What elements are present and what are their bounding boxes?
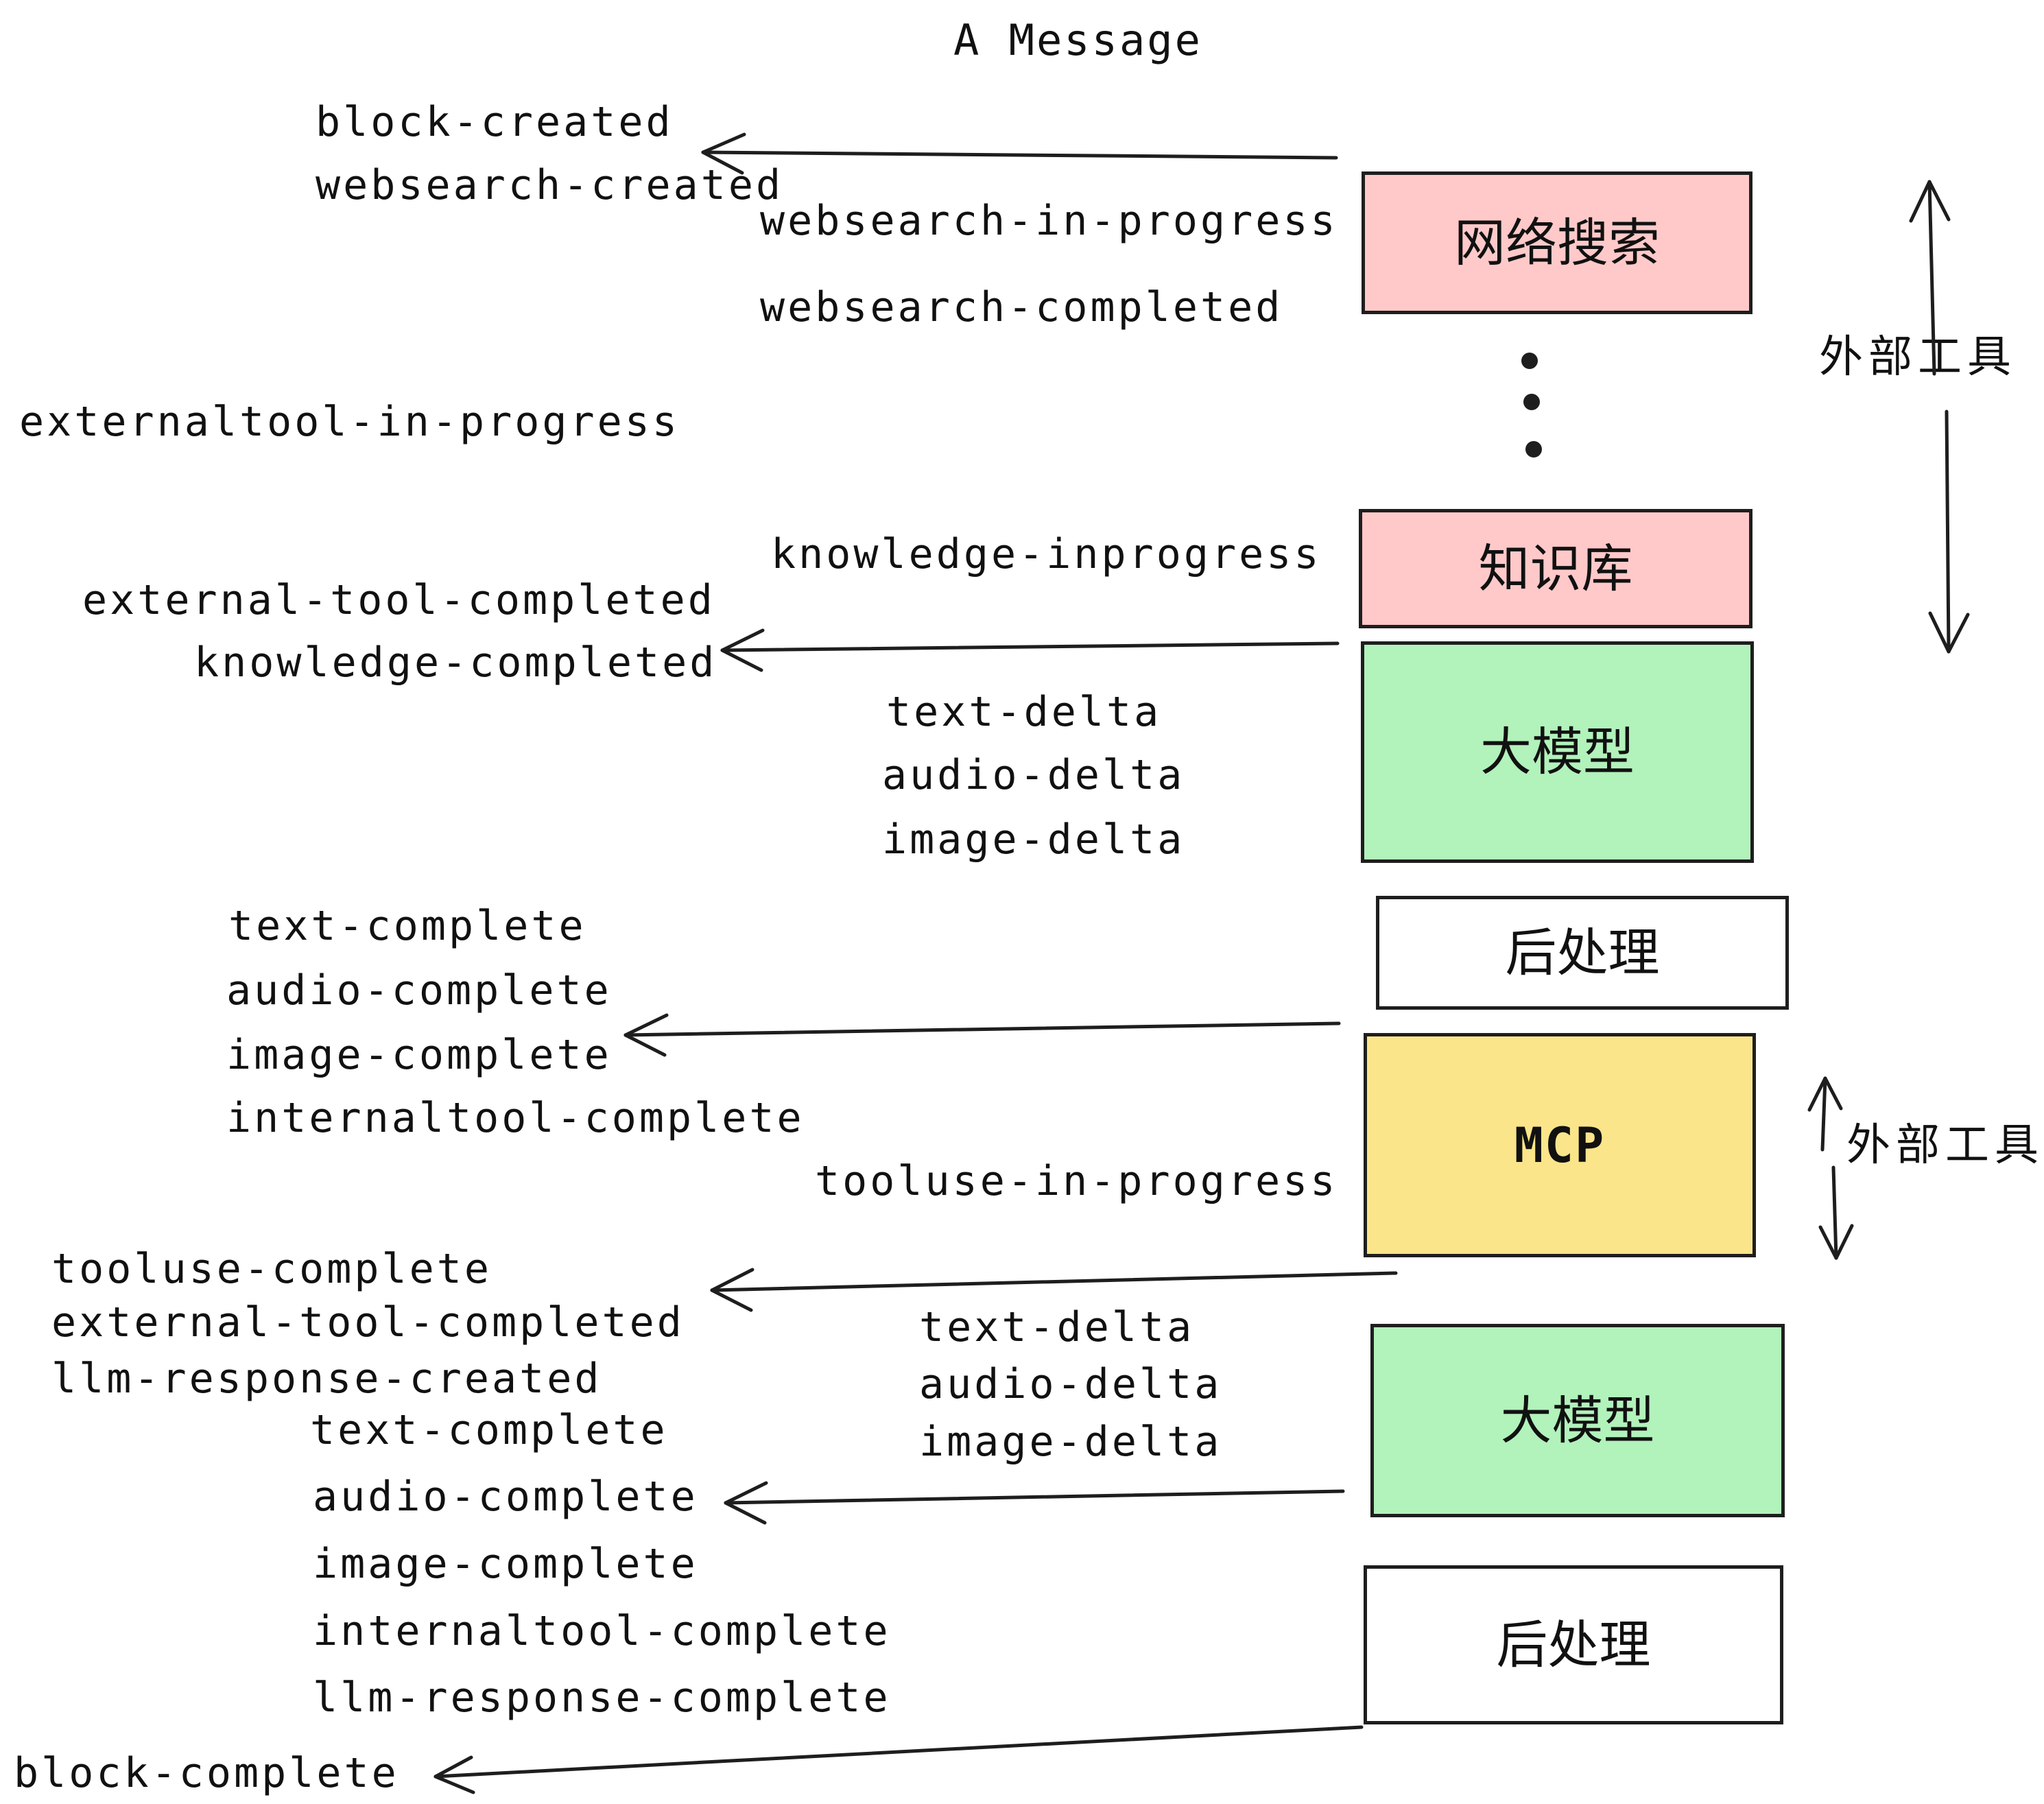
external-tools-bottom-down-arrow-icon (1818, 1165, 1854, 1260)
event-label-image-complete-1: image-complete (226, 1031, 612, 1079)
box-llm-top: 大模型 (1361, 641, 1754, 863)
event-label-audio-complete-2: audio-complete (313, 1473, 698, 1521)
event-label-websearch-completed: websearch-completed (760, 283, 1283, 331)
event-label-websearch-created: websearch-created (316, 161, 784, 209)
ellipsis-dots-icon (1521, 353, 1542, 458)
event-label-internaltool-complete-1: internaltool-complete (226, 1094, 805, 1142)
box-llm-top-label: 大模型 (1479, 722, 1635, 782)
event-label-text-delta-2: text-delta (919, 1303, 1195, 1351)
arrow-to-knowledge-completed-icon (720, 628, 1340, 672)
box-llm-bottom-label: 大模型 (1500, 1390, 1655, 1451)
event-label-internaltool-complete-2: internaltool-complete (313, 1607, 891, 1655)
event-label-external-tool-completed-1: external-tool-completed (82, 576, 715, 624)
box-websearch-label: 网络搜索 (1453, 212, 1660, 273)
page-title: A Message (953, 15, 1202, 65)
arrow-to-audio-complete-icon (724, 1481, 1345, 1525)
event-label-audio-delta-1: audio-delta (882, 751, 1185, 799)
event-label-text-complete-1: text-complete (228, 902, 586, 950)
arrow-to-image-complete-icon (623, 1013, 1341, 1057)
box-knowledge: 知识库 (1359, 509, 1752, 628)
event-label-audio-complete-1: audio-complete (226, 966, 612, 1014)
box-postprocess-top: 后处理 (1376, 896, 1789, 1010)
event-label-tooluse-complete: tooluse-complete (51, 1245, 492, 1293)
event-label-audio-delta-2: audio-delta (919, 1360, 1222, 1408)
event-label-image-delta-1: image-delta (882, 816, 1185, 864)
box-knowledge-label: 知识库 (1478, 538, 1633, 599)
box-postprocess-bottom: 后处理 (1364, 1565, 1783, 1724)
event-label-knowledge-inprogress: knowledge-inprogress (771, 530, 1322, 578)
event-label-block-created: block-created (316, 98, 674, 146)
event-label-websearch-in-progress: websearch-in-progress (760, 197, 1338, 245)
event-label-tooluse-in-progress: tooluse-in-progress (815, 1157, 1338, 1205)
external-tools-top-down-arrow-icon (1928, 410, 1970, 654)
arrow-to-block-complete-icon (433, 1725, 1364, 1794)
event-label-image-complete-2: image-complete (313, 1540, 698, 1588)
side-label-external-tools-top: 外部工具 (1819, 332, 2017, 383)
event-label-externaltool-in-progress: externaltool-in-progress (19, 398, 680, 446)
box-postprocess-top-label: 后处理 (1505, 922, 1660, 983)
event-label-knowledge-completed: knowledge-completed (194, 639, 717, 687)
box-websearch: 网络搜索 (1362, 171, 1752, 314)
event-label-llm-response-complete: llm-response-complete (313, 1674, 891, 1722)
event-label-external-tool-completed-2: external-tool-completed (51, 1298, 685, 1346)
box-llm-bottom: 大模型 (1370, 1324, 1785, 1517)
arrow-to-websearch-created-icon (701, 132, 1338, 175)
box-mcp: MCP (1364, 1033, 1756, 1257)
event-label-llm-response-created: llm-response-created (51, 1355, 602, 1403)
box-mcp-label: MCP (1514, 1117, 1606, 1174)
event-label-image-delta-2: image-delta (919, 1418, 1222, 1466)
event-label-text-complete-2: text-complete (310, 1406, 668, 1454)
event-label-text-delta-1: text-delta (886, 688, 1162, 736)
box-postprocess-bottom-label: 后处理 (1496, 1614, 1651, 1675)
event-label-block-complete: block-complete (14, 1749, 399, 1797)
side-label-external-tools-bottom: 外部工具 (1846, 1120, 2044, 1171)
external-tools-bottom-up-arrow-icon (1807, 1076, 1843, 1152)
